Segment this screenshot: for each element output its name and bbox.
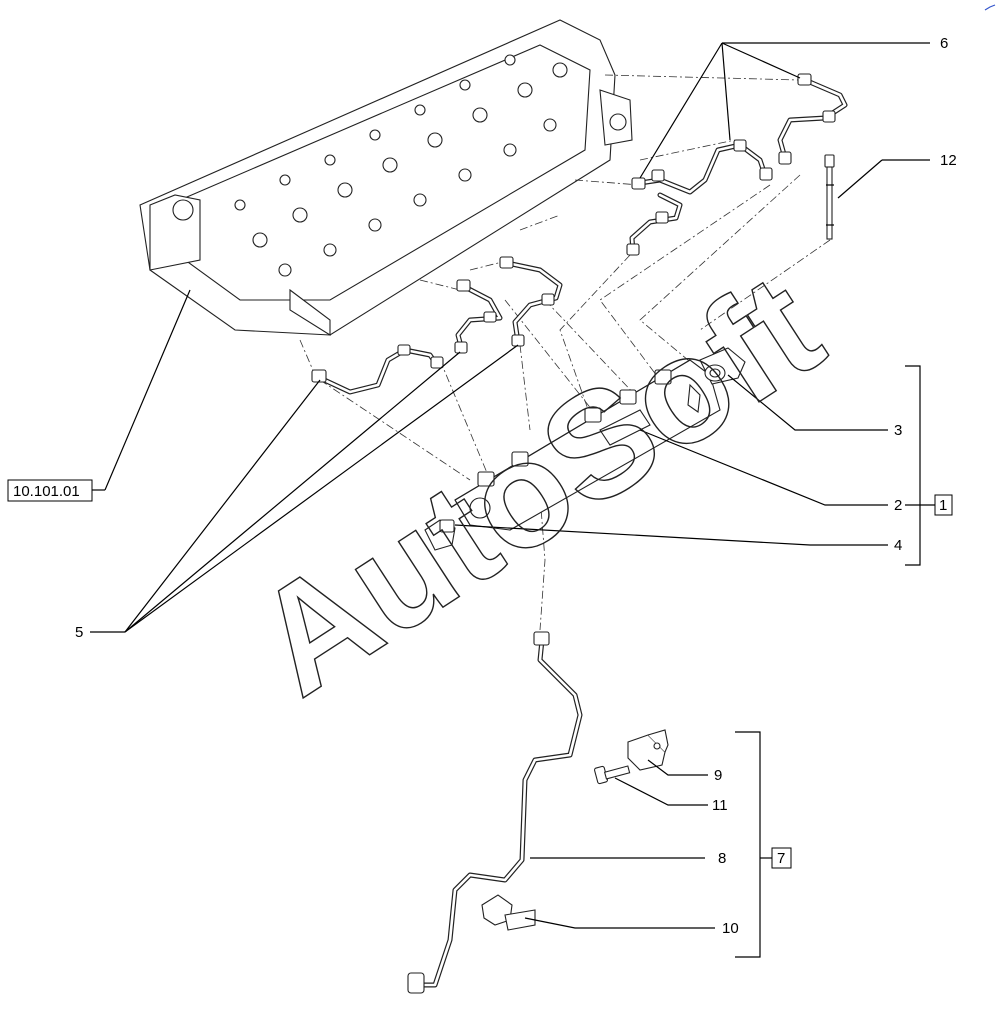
callout-10: 10	[722, 920, 739, 937]
callout-5: 5	[75, 624, 83, 641]
callout-3: 3	[894, 422, 902, 439]
assembly-centerlines	[299, 74, 831, 631]
head-ports	[234, 54, 568, 277]
svg-text:7: 7	[777, 850, 785, 867]
callout-9: 9	[714, 767, 722, 784]
injector-pipes-6	[626, 73, 848, 256]
fuel-rail	[454, 359, 721, 531]
boxed-callout-1: 1	[934, 494, 953, 516]
boxed-callout-7: 7	[771, 847, 792, 869]
cylinder-head	[139, 19, 633, 336]
injector-pipes-5	[311, 256, 563, 395]
svg-text:10.101.01: 10.101.01	[13, 483, 80, 500]
svg-text:1: 1	[939, 497, 947, 514]
corner-mark	[984, 4, 996, 11]
callout-2: 2	[894, 497, 902, 514]
callout-4: 4	[894, 537, 902, 554]
leader-lines	[90, 42, 935, 958]
return-pipe-8	[407, 631, 583, 994]
boxed-callout-ref: 10.101.01	[7, 479, 93, 502]
bolt-11	[593, 765, 631, 785]
stud-12	[824, 154, 835, 240]
clamp-9	[627, 729, 669, 771]
fitting-4	[424, 519, 456, 551]
pressure-sensor-3	[699, 347, 746, 385]
callout-12: 12	[940, 152, 957, 169]
clamp-10	[481, 894, 536, 931]
callout-6: 6	[940, 35, 948, 52]
callout-11: 11	[712, 797, 728, 814]
callout-8: 8	[718, 850, 726, 867]
